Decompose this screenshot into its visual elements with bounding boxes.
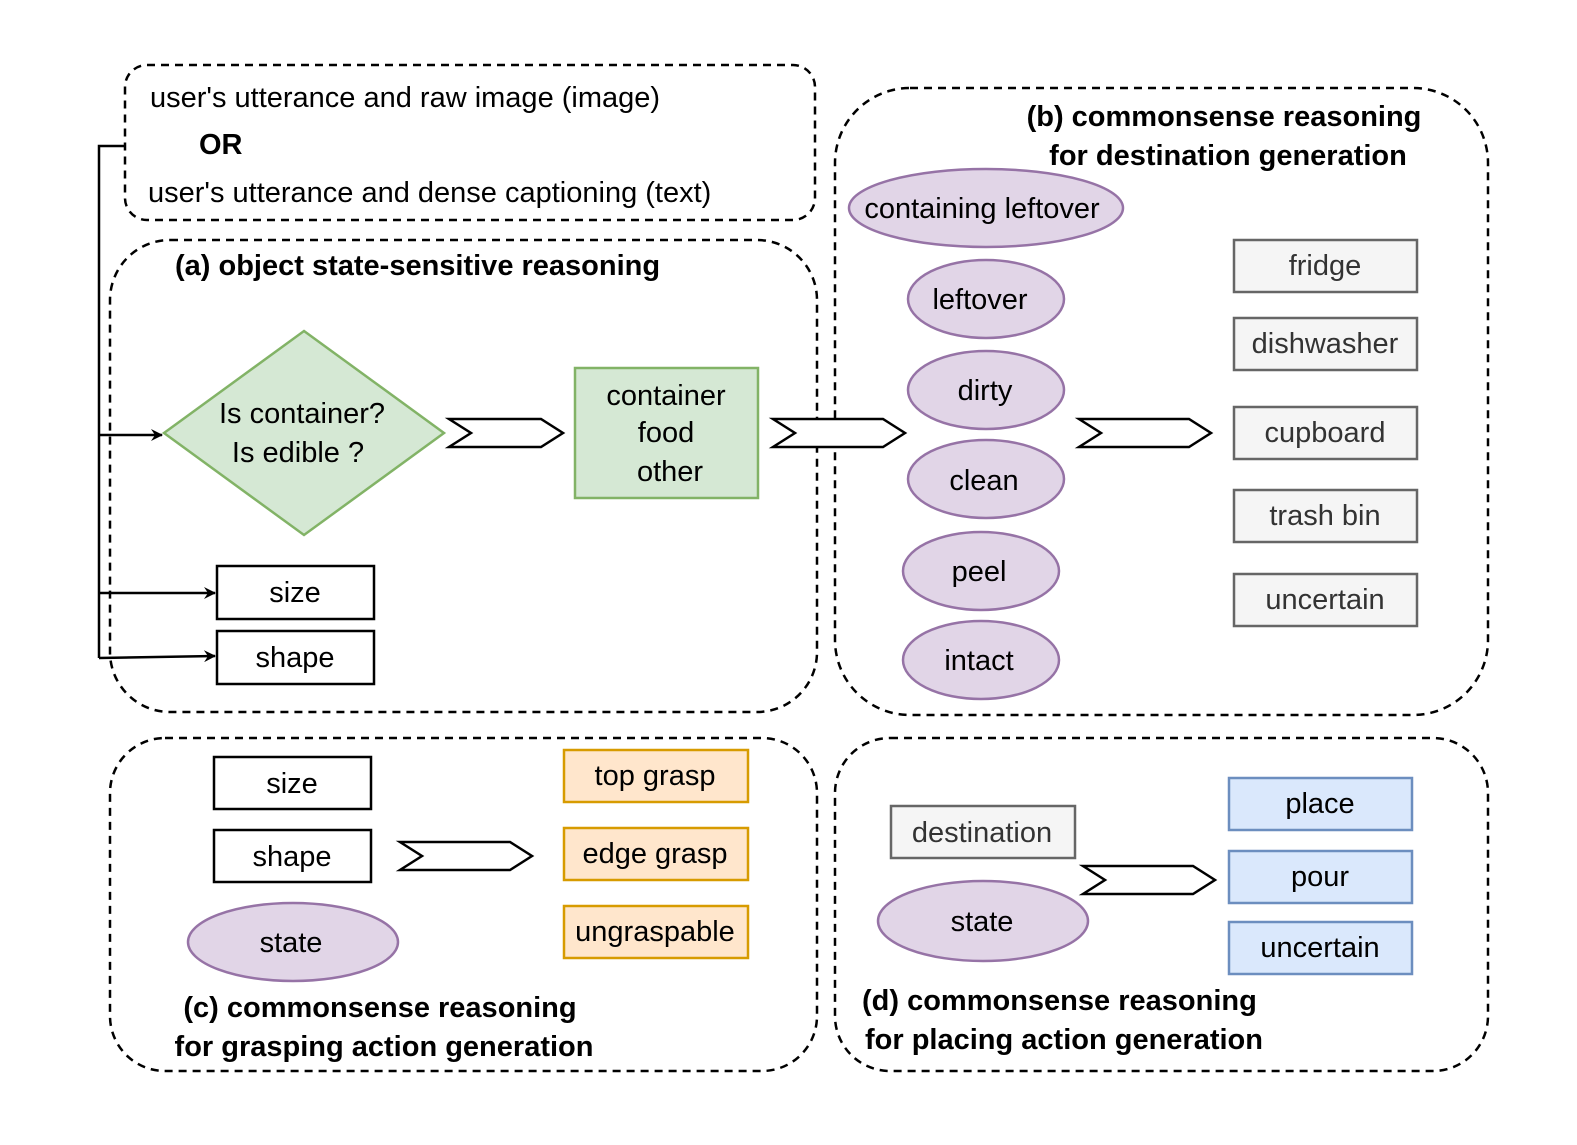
- state-dirty: [906, 349, 1066, 431]
- size-label-a: size: [269, 577, 321, 609]
- panel-d: [833, 736, 1490, 1073]
- panel-a: [108, 238, 819, 714]
- dest-label-uncertain: uncertain: [1265, 584, 1384, 616]
- decision-line-edible: Is edible ?: [232, 437, 364, 469]
- dest-dishwasher: [1232, 316, 1419, 372]
- panel-d-title-line2: for placing action generation: [865, 1024, 1263, 1056]
- panel-c-title-line2: for grasping action generation: [175, 1031, 594, 1063]
- grasp-label-ungraspable: ungraspable: [575, 916, 735, 948]
- state-leftover: [906, 258, 1066, 340]
- dest-label-cupboard: cupboard: [1265, 417, 1386, 449]
- state-peel: [901, 530, 1061, 612]
- grasp-label-top: top grasp: [595, 760, 716, 792]
- panel-c: [108, 736, 819, 1073]
- action-label-pour: pour: [1291, 861, 1349, 893]
- grasp-top: [562, 748, 750, 804]
- arrow-to-shape: [98, 650, 216, 663]
- state-ellipse-d: [876, 879, 1090, 963]
- category-food: food: [638, 417, 694, 449]
- shape-box-c: [212, 828, 373, 884]
- size-box-a: [215, 564, 376, 621]
- input-line-text: user's utterance and dense captioning (t…: [148, 177, 711, 209]
- input-line-image: user's utterance and raw image (image): [150, 82, 660, 114]
- dest-fridge: [1232, 238, 1419, 294]
- action-label-place: place: [1285, 788, 1354, 820]
- dest-trash-bin: [1232, 488, 1419, 544]
- decision-line-container: Is container?: [219, 398, 385, 430]
- state-ellipse-c: [186, 901, 400, 983]
- decision-diamond: [161, 329, 447, 537]
- chevron-arrow-a1: [444, 417, 566, 449]
- action-uncertain: [1227, 920, 1414, 976]
- state-clean: [906, 438, 1066, 520]
- dest-cupboard: [1232, 405, 1419, 461]
- shape-label-c: shape: [252, 841, 331, 873]
- shape-label-a: shape: [255, 642, 334, 674]
- action-label-uncertain: uncertain: [1260, 932, 1379, 964]
- chevron-arrow-b: [1074, 417, 1214, 449]
- chevron-arrow-a2: [768, 417, 908, 449]
- state-label-leftover: leftover: [932, 284, 1027, 316]
- chevron-arrow-c: [395, 840, 535, 872]
- state-label-dirty: dirty: [958, 375, 1013, 407]
- chevron-arrow-d: [1078, 864, 1218, 896]
- grasp-label-edge: edge grasp: [582, 838, 727, 870]
- dest-label-fridge: fridge: [1289, 250, 1362, 282]
- panel-b-title-line1: (b) commonsense reasoning: [1027, 101, 1422, 133]
- dest-label-trash-bin: trash bin: [1269, 500, 1380, 532]
- state-containing-leftover: [847, 167, 1125, 249]
- panel-c-title-line1: (c) commonsense reasoning: [183, 992, 576, 1024]
- state-label-intact: intact: [944, 645, 1013, 677]
- category-box: [573, 366, 760, 500]
- state-label-c: state: [260, 927, 323, 959]
- size-label-c: size: [266, 768, 318, 800]
- destination-box-d: [889, 804, 1077, 860]
- state-label-clean: clean: [949, 465, 1018, 497]
- category-other: other: [637, 456, 703, 488]
- state-intact: [901, 619, 1061, 701]
- dest-uncertain: [1232, 572, 1419, 628]
- dest-label-dishwasher: dishwasher: [1252, 328, 1399, 360]
- input-or-label: OR: [199, 129, 243, 161]
- state-label-d: state: [951, 906, 1014, 938]
- grasp-ungraspable: [562, 904, 750, 960]
- state-label-containing-leftover: containing leftover: [864, 193, 1100, 225]
- category-container: container: [606, 380, 726, 412]
- panel-a-title: (a) object state-sensitive reasoning: [175, 250, 660, 282]
- input-panel: [123, 63, 817, 222]
- grasp-edge: [562, 826, 750, 882]
- input-bracket-line: [97, 144, 125, 658]
- panel-b-title-line2: for destination generation: [1049, 140, 1407, 172]
- size-box-c: [212, 755, 373, 811]
- action-place: [1227, 776, 1414, 832]
- panel-b: [833, 86, 1490, 717]
- action-pour: [1227, 849, 1414, 905]
- destination-label-d: destination: [912, 817, 1052, 849]
- shape-box-a: [215, 629, 376, 686]
- state-label-peel: peel: [952, 556, 1007, 588]
- panel-d-title-line1: (d) commonsense reasoning: [862, 985, 1257, 1017]
